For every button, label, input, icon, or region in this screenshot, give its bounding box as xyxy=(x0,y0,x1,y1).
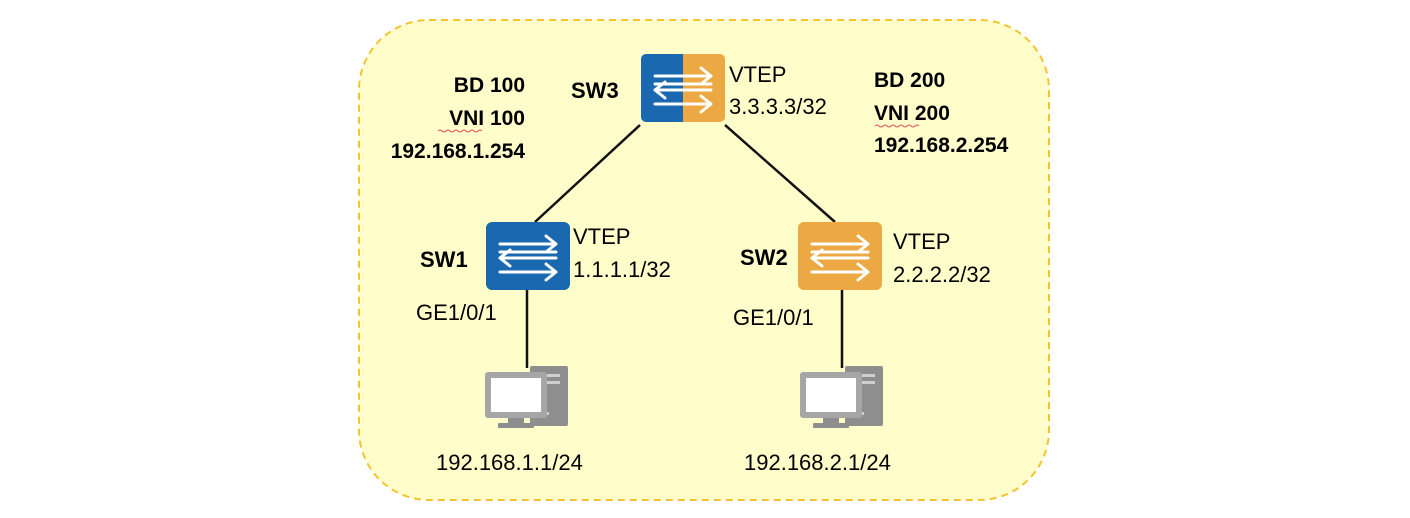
switch-icon xyxy=(486,222,570,290)
vni-left-label: VNI 100 xyxy=(449,107,525,130)
switch-icon xyxy=(641,54,725,122)
spellcheck-underline xyxy=(437,129,483,133)
sw3-ip-label: 3.3.3.3/32 xyxy=(729,94,827,119)
switch-icon xyxy=(798,222,882,290)
pc1-ip-label: 192.168.1.1/24 xyxy=(436,450,583,475)
link-sw3-sw2 xyxy=(724,124,836,223)
vni-right-label: VNI 200 xyxy=(874,102,950,125)
sw2-port-label: GE1/0/1 xyxy=(733,305,814,330)
sw2-vtep-label: VTEP xyxy=(893,229,950,254)
spellcheck-underline xyxy=(874,124,920,128)
sw2-switch[interactable] xyxy=(798,222,882,290)
sw2-label: SW2 xyxy=(740,245,788,270)
pc2-ip-label: 192.168.2.1/24 xyxy=(744,450,891,475)
sw1-switch[interactable] xyxy=(486,222,570,290)
sw3-label: SW3 xyxy=(571,78,619,103)
bd-left-label: BD 100 xyxy=(454,74,525,97)
bd-right-label: BD 200 xyxy=(874,69,945,92)
pc2[interactable] xyxy=(800,366,883,428)
sw1-vtep-label: VTEP xyxy=(573,224,630,249)
gateway-left-label: 192.168.1.254 xyxy=(391,140,526,163)
sw1-port-label: GE1/0/1 xyxy=(416,300,497,325)
pc-icon xyxy=(800,366,883,428)
gateway-right-label: 192.168.2.254 xyxy=(874,134,1009,157)
sw3-vtep-label: VTEP xyxy=(729,62,786,87)
sw1-label: SW1 xyxy=(420,247,468,272)
sw3-switch[interactable] xyxy=(641,54,725,122)
pc-icon xyxy=(485,366,568,428)
sw1-ip-label: 1.1.1.1/32 xyxy=(573,257,671,282)
link-sw3-sw1 xyxy=(534,124,641,223)
pc1[interactable] xyxy=(485,366,568,428)
sw2-ip-label: 2.2.2.2/32 xyxy=(893,262,991,287)
